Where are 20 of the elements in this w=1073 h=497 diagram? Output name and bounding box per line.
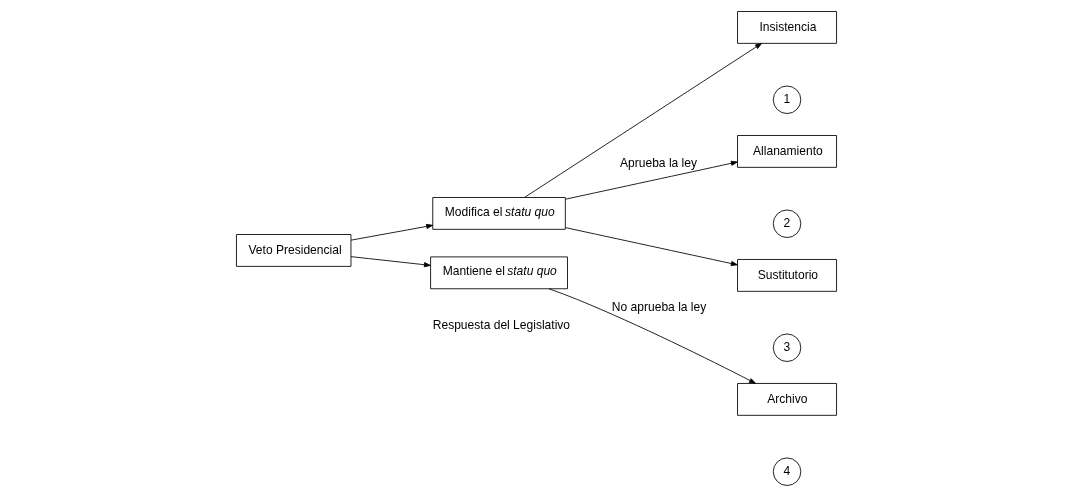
node-circle: 4 (772, 457, 802, 486)
node-box: Modifica el statu quo (432, 197, 566, 230)
arrow (350, 223, 434, 241)
node-circle: 2 (772, 209, 802, 238)
edge-label: No aprueba la ley (611, 299, 707, 314)
label: Respuesta del Legislativo (432, 318, 571, 333)
node-box: Allanamiento (737, 135, 837, 168)
arrow (565, 160, 738, 200)
node-circle: 3 (772, 333, 802, 362)
edge-label: Aprueba la ley (620, 156, 698, 171)
node-box: Insistencia (737, 11, 837, 44)
node-circle: 1 (772, 85, 802, 114)
node-box: Veto Presidencial (236, 234, 352, 267)
arrow (565, 227, 738, 267)
node-box: Mantiene el statu quo (430, 256, 568, 290)
arrow (524, 43, 762, 198)
arrow (350, 256, 431, 268)
node-box: Archivo (737, 383, 837, 416)
node-box: Sustitutorio (737, 259, 837, 292)
arrow (548, 288, 756, 384)
